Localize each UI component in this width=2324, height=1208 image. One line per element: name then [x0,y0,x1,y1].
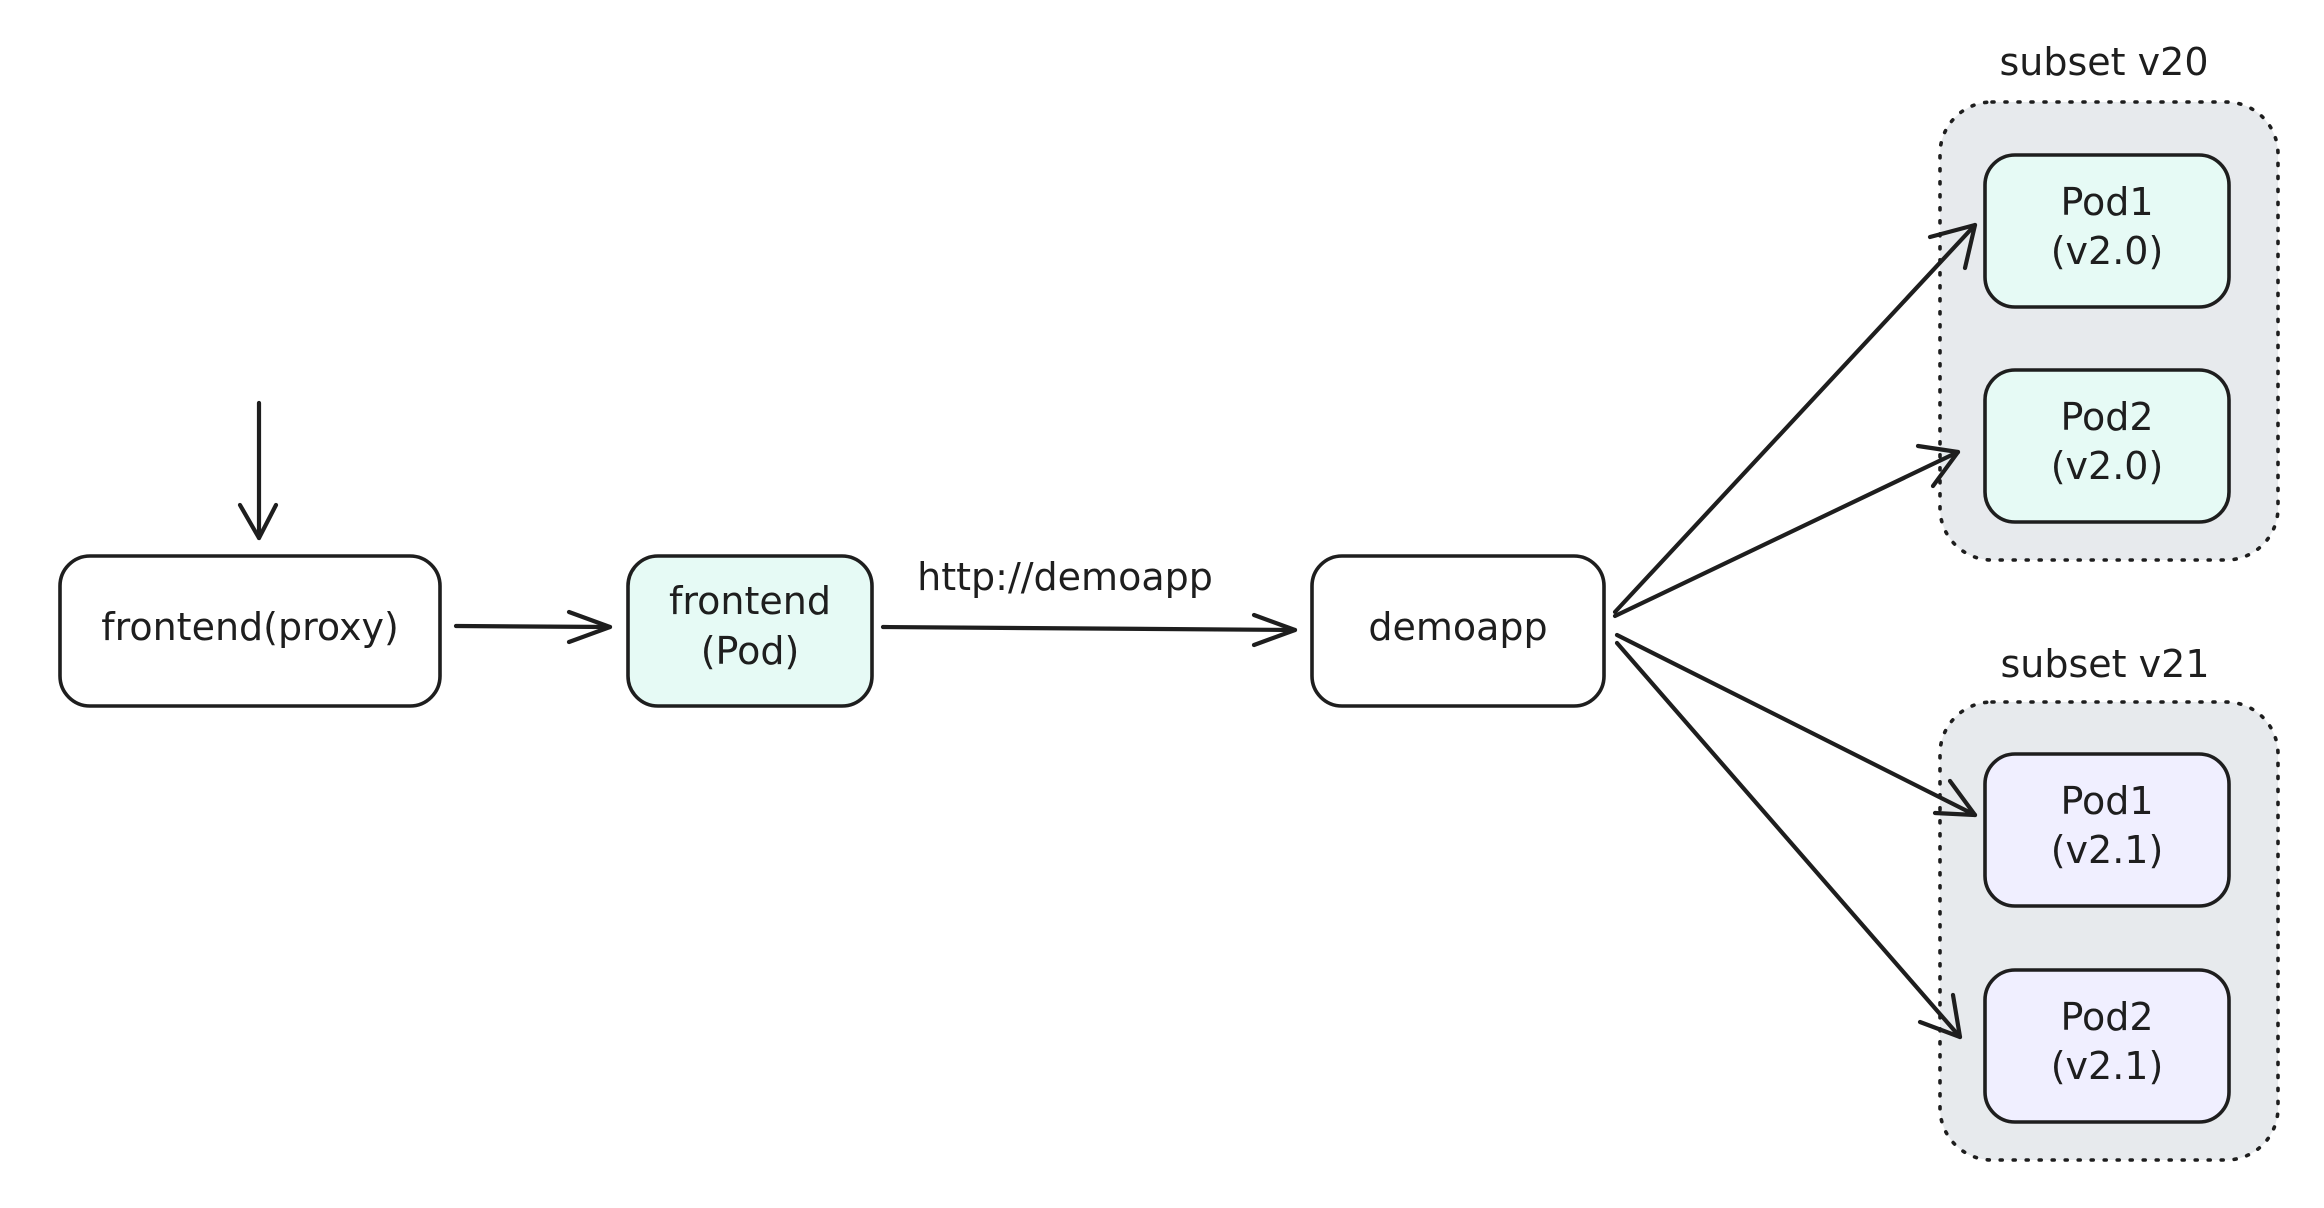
demoapp-label: demoapp [1368,605,1547,649]
demoapp-to-pod2-v21-arrow [1614,640,1963,1040]
demoapp-node: demoapp [1310,554,1606,708]
pod1-v21-label-line1: Pod1 [2060,779,2153,823]
subset-v20-label: subset v20 [2000,40,2209,84]
pod1-v20-node: Pod1 (v2.0) [1983,153,2231,309]
proxy-to-frontend-arrow [453,609,613,645]
pod1-v20-label-line2: (v2.0) [2051,229,2164,273]
http-demoapp-label: http://demoapp [917,555,1213,599]
pod2-v21-label-line1: Pod2 [2060,995,2153,1039]
pod2-v20-label-line1: Pod2 [2060,395,2153,439]
entry-arrow [237,400,279,541]
demoapp-to-pod1-v21-arrow [1614,632,1978,818]
frontend-proxy-label: frontend(proxy) [101,605,399,649]
subset-v21-label: subset v21 [2001,642,2210,686]
pod2-v21-node: Pod2 (v2.1) [1983,968,2231,1124]
pod2-v20-node: Pod2 (v2.0) [1983,368,2231,524]
frontend-proxy-node: frontend(proxy) [58,554,442,708]
frontend-pod-node: frontend (Pod) [626,554,874,708]
frontend-pod-label-line2: (Pod) [701,629,800,673]
pod1-v21-node: Pod1 (v2.1) [1983,752,2231,908]
pod2-v21-label-line2: (v2.1) [2051,1044,2164,1088]
demoapp-to-pod1-v20-arrow [1612,222,1978,615]
pod2-v20-label-line2: (v2.0) [2051,444,2164,488]
pod1-v20-label-line1: Pod1 [2060,180,2153,224]
frontend-to-demoapp-arrow [880,612,1298,648]
demoapp-to-pod2-v20-arrow [1612,443,1961,619]
frontend-pod-label-line1: frontend [669,579,831,623]
pod1-v21-label-line2: (v2.1) [2051,828,2164,872]
